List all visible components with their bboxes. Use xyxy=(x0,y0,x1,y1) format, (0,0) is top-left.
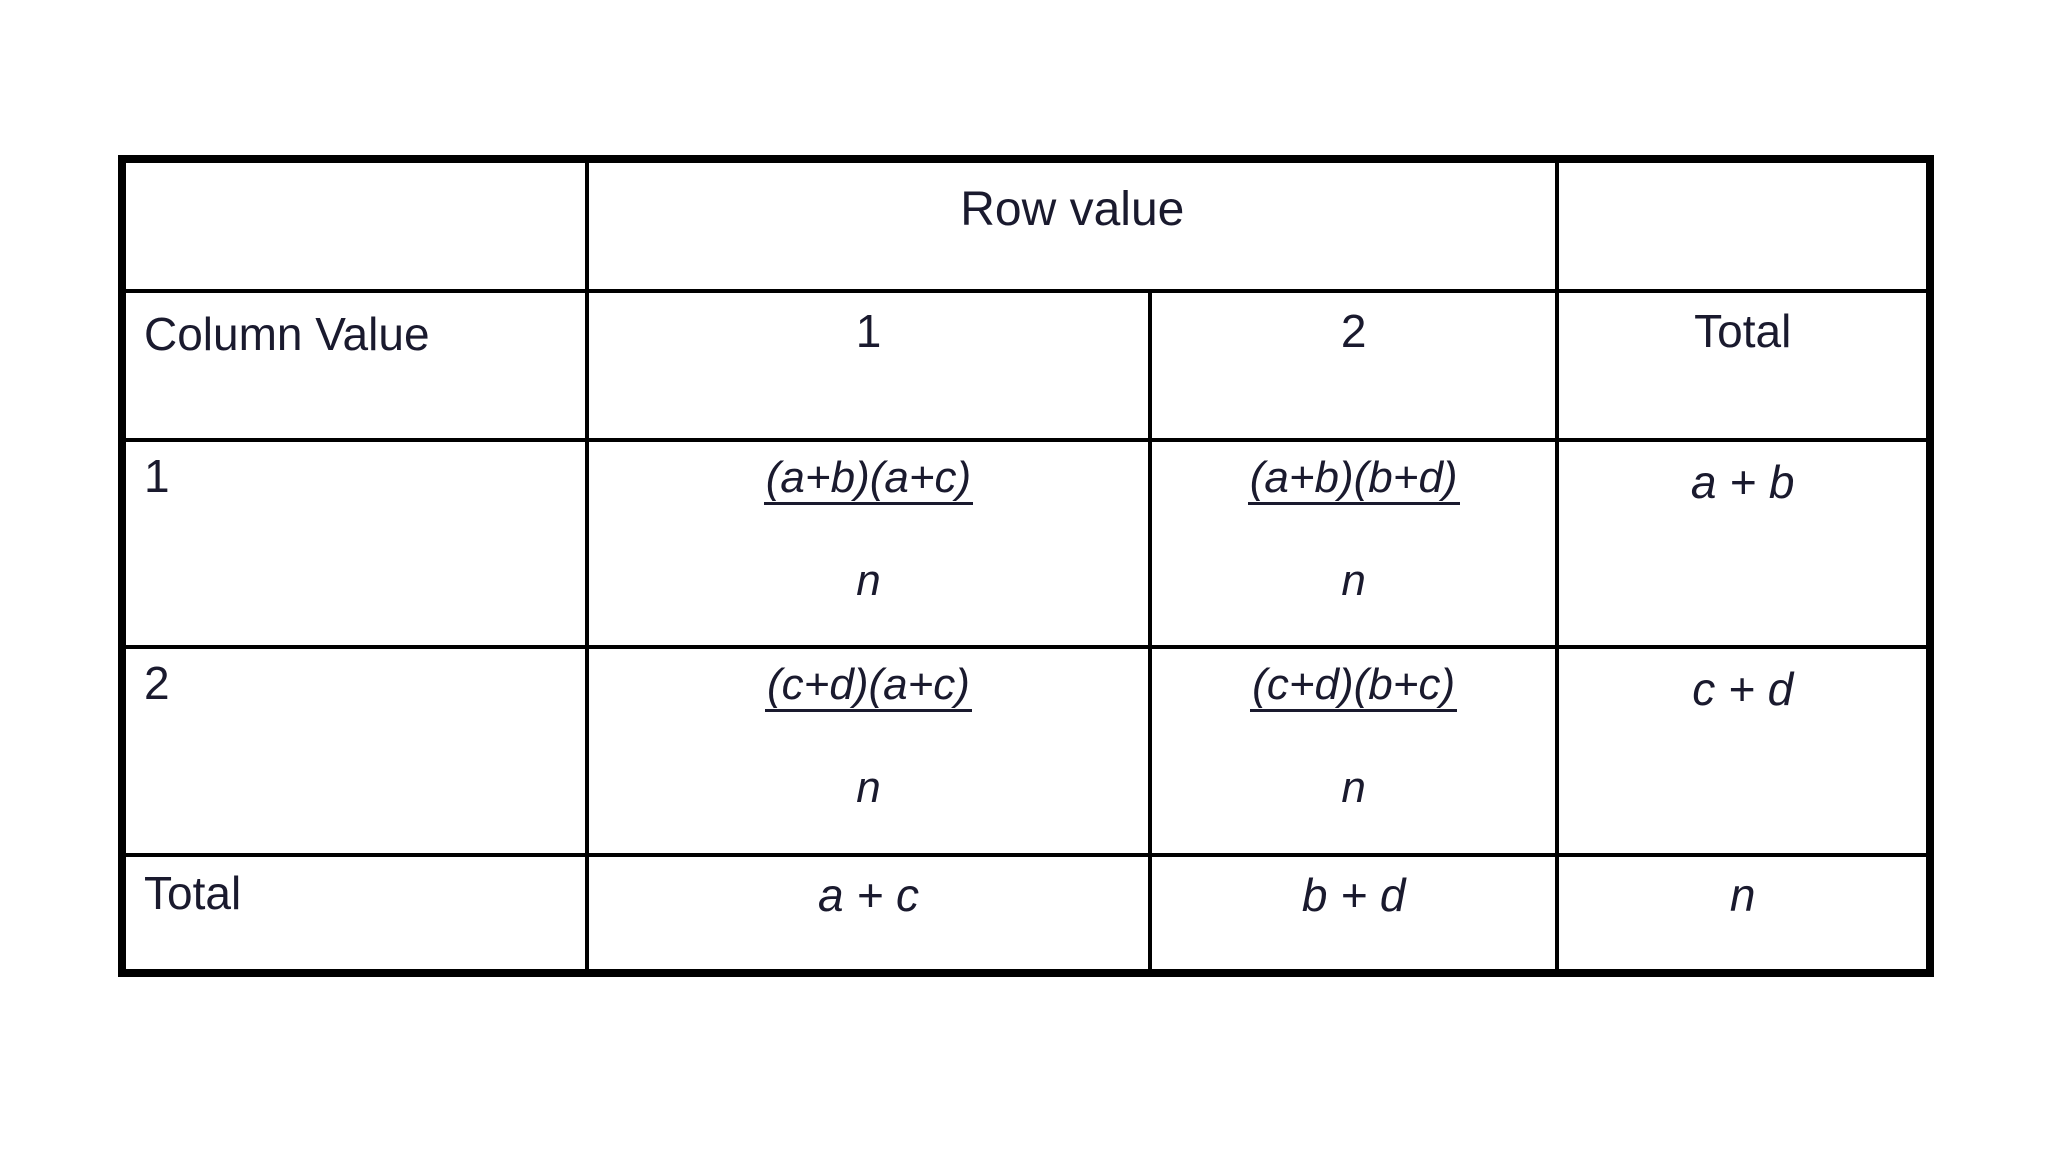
contingency-table: Row value Column Value 1 2 Total xyxy=(118,155,1934,977)
row-2-label-cell: 2 xyxy=(121,645,590,857)
table-row: 2 (c+d)(a+c) n (c+d)(b+c) n c + d xyxy=(121,645,1930,857)
table-row-header: Column Value 1 2 Total xyxy=(121,289,1930,442)
expected-frequency-formula: (c+d)(b+c) n xyxy=(1152,649,1556,810)
formula-numerator: (c+d)(a+c) xyxy=(765,663,972,712)
row-value-header-label: Row value xyxy=(960,183,1185,236)
column-value-header-cell: Column Value xyxy=(121,289,590,442)
expected-frequency-formula: (a+b)(a+c) n xyxy=(589,442,1148,603)
total-row-col-1-value: a + c xyxy=(817,869,919,921)
total-row-label-cell: Total xyxy=(121,853,590,973)
formula-denominator: n xyxy=(856,556,881,605)
row-2-col-1-cell: (c+d)(a+c) n xyxy=(585,645,1152,857)
table-row: 1 (a+b)(a+c) n (a+b)(b+d) n a + b xyxy=(121,438,1930,649)
row-2-label: 2 xyxy=(144,657,170,709)
caption-trailing-content xyxy=(1559,163,1926,289)
formula-numerator: (a+b)(a+c) xyxy=(763,456,974,505)
header-col-1-cell: 1 xyxy=(585,289,1152,442)
row-1-total-value: a + b xyxy=(1690,456,1795,508)
row-2-col-2-cell: (c+d)(b+c) n xyxy=(1147,645,1560,857)
row-1-total-cell: a + b xyxy=(1555,438,1930,649)
formula-numerator: (c+d)(b+c) xyxy=(1250,663,1458,712)
expected-frequency-formula: (a+b)(b+d) n xyxy=(1152,442,1556,603)
total-row-label: Total xyxy=(144,867,242,919)
row-1-label-cell: 1 xyxy=(121,438,590,649)
header-total-label: Total xyxy=(1694,305,1792,357)
formula-numerator: (a+b)(b+d) xyxy=(1247,456,1460,505)
corner-cell-content xyxy=(126,163,585,289)
formula-denominator: n xyxy=(1341,556,1366,605)
expected-frequency-formula: (c+d)(a+c) n xyxy=(589,649,1148,810)
caption-trailing-cell xyxy=(1555,159,1930,293)
grand-total-cell: n xyxy=(1555,853,1930,973)
formula-denominator: n xyxy=(856,763,881,812)
column-value-header-label: Column Value xyxy=(144,308,430,360)
row-2-total-cell: c + d xyxy=(1555,645,1930,857)
table-row-caption: Row value xyxy=(121,159,1930,293)
row-1-col-1-cell: (a+b)(a+c) n xyxy=(585,438,1152,649)
row-1-col-2-cell: (a+b)(b+d) n xyxy=(1147,438,1560,649)
table-row-total: Total a + c b + d n xyxy=(121,853,1930,973)
total-row-col-2-value: b + d xyxy=(1301,869,1406,921)
row-2-total-value: c + d xyxy=(1692,663,1794,715)
header-col-2-cell: 2 xyxy=(1147,289,1560,442)
total-row-col-2-cell: b + d xyxy=(1147,853,1560,973)
row-1-label: 1 xyxy=(144,450,170,502)
header-col-1-label: 1 xyxy=(855,305,882,357)
row-value-header-cell: Row value xyxy=(585,159,1560,293)
formula-denominator: n xyxy=(1341,763,1366,812)
header-total-cell: Total xyxy=(1555,289,1930,442)
header-col-2-label: 2 xyxy=(1340,305,1367,357)
total-row-col-1-cell: a + c xyxy=(585,853,1152,973)
corner-cell xyxy=(121,159,590,293)
grand-total-value: n xyxy=(1729,869,1756,921)
